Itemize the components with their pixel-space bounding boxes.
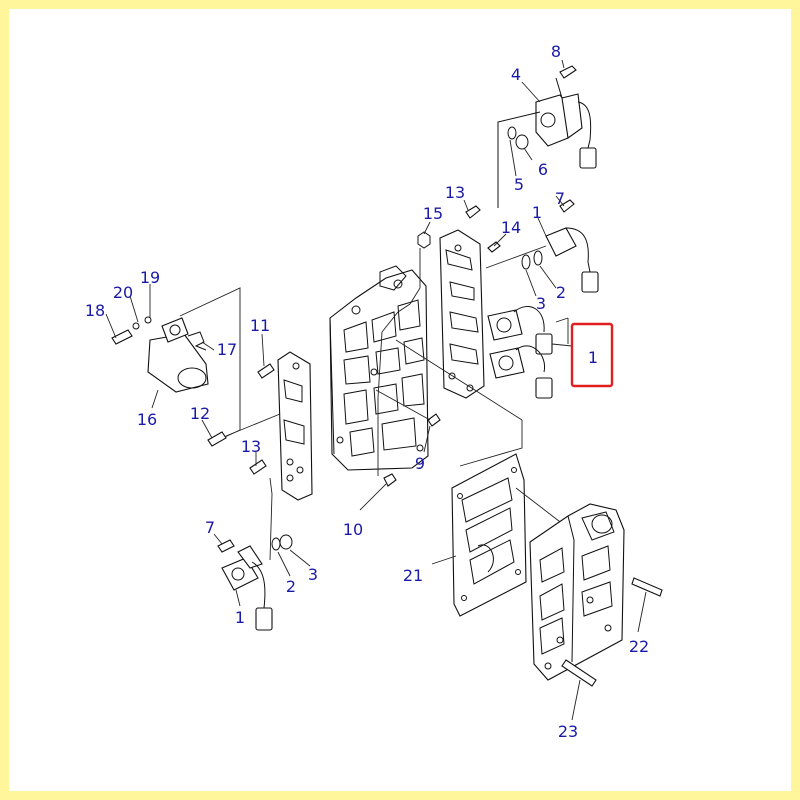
solenoid-assembly-top (497, 65, 597, 208)
callout-1-highlighted: 1 (588, 348, 598, 367)
callout-10: 10 (343, 520, 363, 539)
callout-5: 5 (514, 175, 524, 194)
callout-1-lower: 1 (235, 608, 245, 627)
callout-7-upper: 7 (555, 189, 565, 208)
callout-3-upper: 3 (536, 294, 546, 313)
callout-21: 21 (403, 566, 423, 585)
callout-3-lower: 3 (308, 565, 318, 584)
exploded-parts-diagram: 8 4 6 5 13 15 14 7 1 2 3 1 19 20 18 17 1… (85, 42, 663, 741)
lower-valve-body (529, 503, 663, 687)
callout-19: 19 (140, 268, 160, 287)
callout-4: 4 (511, 65, 521, 84)
callout-13-lower: 13 (241, 437, 261, 456)
callout-11: 11 (250, 316, 270, 335)
highlight-box (570, 322, 614, 388)
twin-solenoids (487, 306, 573, 399)
callout-17: 17 (217, 340, 237, 359)
callout-22: 22 (629, 637, 649, 656)
main-valve-body (329, 248, 523, 487)
diagram-frame: 8 4 6 5 13 15 14 7 1 2 3 1 19 20 18 17 1… (9, 9, 791, 791)
callout-2-lower: 2 (286, 577, 296, 596)
solenoid-left-16 (111, 287, 241, 445)
callout-16: 16 (137, 410, 157, 429)
callout-2-upper: 2 (556, 283, 566, 302)
callout-8: 8 (551, 42, 561, 61)
leader-lines (105, 59, 647, 721)
separator-plate (451, 420, 569, 617)
callout-6: 6 (538, 160, 548, 179)
callout-20: 20 (113, 283, 133, 302)
callout-7-lower: 7 (205, 518, 215, 537)
callout-18: 18 (85, 301, 105, 320)
solenoid-lower-left (217, 534, 293, 631)
callout-9: 9 (415, 454, 425, 473)
callout-labels: 8 4 6 5 13 15 14 7 1 2 3 1 19 20 18 17 1… (85, 42, 649, 741)
upper-valve-body (417, 205, 501, 399)
left-valve-plate (207, 351, 313, 561)
callout-12: 12 (190, 404, 210, 423)
callout-14: 14 (501, 218, 521, 237)
callout-15: 15 (423, 204, 443, 223)
callout-1-upper: 1 (532, 203, 542, 222)
callout-13-upper: 13 (445, 183, 465, 202)
solenoid-upper-right (485, 199, 599, 293)
callout-23: 23 (558, 722, 578, 741)
